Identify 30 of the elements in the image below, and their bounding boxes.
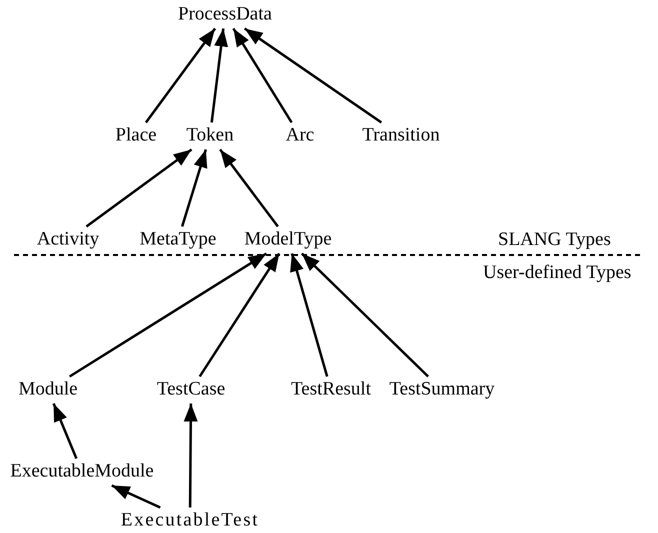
type-name: MetaType xyxy=(140,228,216,252)
arrow xyxy=(198,252,280,378)
type-name: ProcessData xyxy=(178,4,272,26)
arrow xyxy=(68,252,268,378)
arrow xyxy=(232,28,293,124)
arrow xyxy=(290,253,328,377)
type-name: TestSummary xyxy=(389,378,495,402)
type-name: Arc xyxy=(286,124,314,148)
type-name: TestResult xyxy=(291,378,371,402)
section-label: SLANG Types xyxy=(498,229,611,251)
type-name: Activity xyxy=(36,228,100,252)
arrow xyxy=(184,404,198,508)
arrow xyxy=(111,484,161,509)
arrow xyxy=(244,27,382,124)
type-name: ExecutableModule xyxy=(10,460,154,484)
type-name: TestCase xyxy=(156,378,226,402)
section-label: User-defined Types xyxy=(483,262,632,284)
arrow xyxy=(86,148,192,228)
type-name: Place xyxy=(115,124,157,148)
arrow xyxy=(210,28,228,123)
arrow xyxy=(144,28,216,124)
type-name: Transition xyxy=(362,124,440,148)
arrow xyxy=(300,252,430,378)
arrow xyxy=(52,403,78,459)
type-name: ExecutableTest xyxy=(120,510,260,532)
type-name: Token xyxy=(186,124,234,148)
type-name: ModelType xyxy=(244,228,332,252)
arrow xyxy=(219,148,279,228)
type-name: Module xyxy=(18,378,78,402)
arrow xyxy=(180,149,208,227)
